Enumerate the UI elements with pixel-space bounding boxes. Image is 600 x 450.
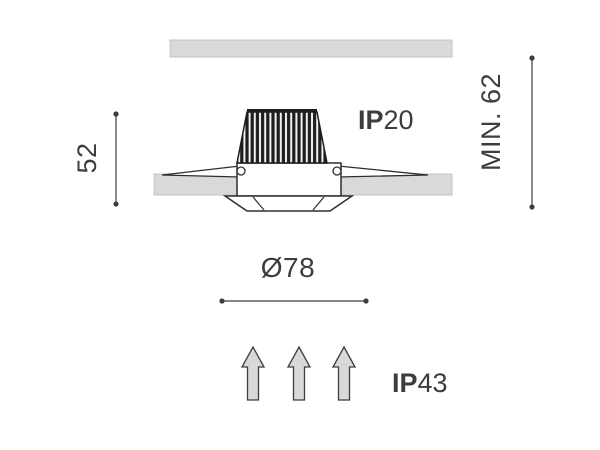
ip20-value: 20 bbox=[383, 104, 414, 135]
clip-pivot-right bbox=[332, 166, 342, 176]
ip20-prefix: IP bbox=[358, 104, 384, 135]
splash-arrow-icon-2 bbox=[286, 345, 312, 401]
dimension-line-min-62 bbox=[529, 55, 535, 210]
trim-cone-right-edge bbox=[312, 196, 325, 211]
ceiling-slab bbox=[169, 39, 453, 58]
fixture-body bbox=[236, 162, 342, 197]
recess-height-label: 52 bbox=[71, 142, 102, 174]
trim-cone-left-edge bbox=[252, 196, 265, 211]
dimension-line-diameter-78 bbox=[219, 298, 369, 304]
cutout-diameter-label: Ø78 bbox=[260, 252, 316, 283]
spring-clip-left bbox=[161, 165, 241, 178]
trim-ring bbox=[222, 195, 355, 212]
splash-arrow-icon-1 bbox=[240, 345, 266, 401]
dimension-line-52 bbox=[113, 111, 119, 207]
spring-clip-right bbox=[337, 165, 429, 178]
clip-pivot-left bbox=[236, 166, 246, 176]
heatsink-fins bbox=[236, 111, 328, 164]
min-depth-label: MIN. 62 bbox=[475, 72, 506, 172]
ip43-value: 43 bbox=[417, 367, 448, 398]
ip43-prefix: IP bbox=[392, 367, 418, 398]
splash-arrow-icon-3 bbox=[331, 345, 357, 401]
